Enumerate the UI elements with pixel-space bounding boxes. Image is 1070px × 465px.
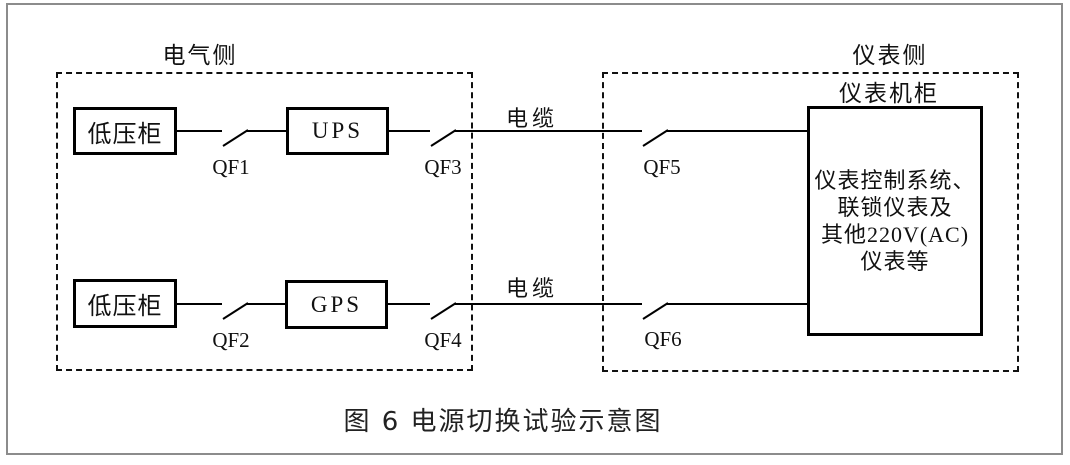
cabinet-text-line-4: 仪表等: [860, 249, 930, 274]
instrument-side-region: [602, 72, 1019, 372]
breaker-label-qf3: QF3: [424, 155, 462, 179]
lv-cabinet-bottom-label: 低压柜: [87, 294, 163, 320]
ups-box: UPS: [286, 107, 389, 155]
breaker-label-qf1: QF1: [212, 155, 250, 179]
instrument-cabinet-label: 仪表机柜: [839, 81, 939, 106]
gps-label: GPS: [310, 291, 363, 317]
cabinet-text-line-3: 其他220V(AC): [820, 222, 970, 247]
lv-cabinet-top-label: 低压柜: [87, 121, 163, 148]
electrical-side-region: [56, 72, 473, 371]
electrical-side-label: 电气侧: [162, 43, 238, 68]
breaker-label-qf4: QF4: [424, 328, 462, 352]
breaker-label-qf6: QF6: [644, 327, 682, 351]
instrument-side-label: 仪表侧: [852, 43, 928, 68]
cable-label-top: 电缆: [505, 106, 558, 131]
ups-label: UPS: [311, 118, 364, 143]
breaker-label-qf5: QF5: [643, 155, 681, 179]
outer-frame: [6, 3, 1063, 455]
cabinet-text-line-2: 联锁仪表及: [837, 195, 953, 220]
figure-caption: 图 6 电源切换试验示意图: [343, 407, 663, 437]
instrument-cabinet-box: 仪表控制系统、 联锁仪表及 其他220V(AC) 仪表等: [807, 106, 983, 336]
cable-label-bottom: 电缆: [505, 276, 558, 301]
lv-cabinet-bottom-box: 低压柜: [73, 279, 177, 328]
lv-cabinet-top-box: 低压柜: [73, 107, 177, 155]
breaker-label-qf2: QF2: [212, 328, 250, 352]
cabinet-text-line-1: 仪表控制系统、: [814, 168, 976, 193]
gps-box: GPS: [285, 280, 388, 329]
